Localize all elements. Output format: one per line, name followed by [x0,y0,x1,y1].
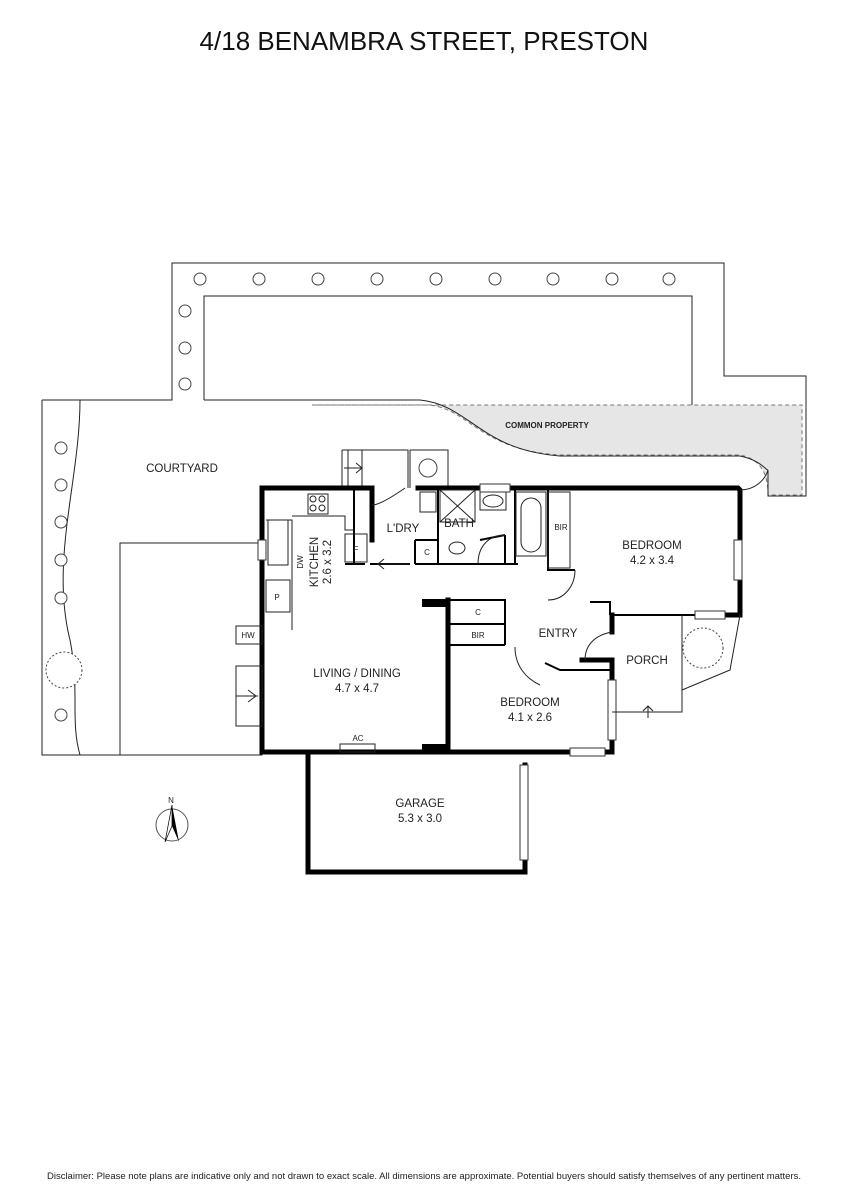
pantry-label: P [274,593,279,602]
garage-name: GARAGE [395,798,445,810]
kitchen-size: 2.6 x 3.2 [322,540,334,584]
courtyard-inner-line [62,399,81,756]
bath-landing [409,449,449,488]
courtyard-paving [119,542,263,756]
partitions [345,488,740,671]
living-name: LIVING / DINING [313,668,401,680]
disclaimer: Disclaimer: Please note plans are indica… [46,1171,802,1182]
entry-name: ENTRY [539,628,578,640]
common-property-label: COMMON PROPERTY [505,421,589,430]
bath-name: BATH [444,518,474,530]
boundary-curve [204,399,769,471]
common-property-area [312,404,803,496]
compass-north-label: N [168,796,174,805]
hot-water-label: HW [241,631,255,640]
bedroom2-name: BEDROOM [500,697,559,709]
living-size: 4.7 x 4.7 [335,683,379,695]
cupboard2-label: C [475,608,481,617]
air-con-label: AC [352,734,363,743]
rear-arrow-icon [344,462,363,474]
bedroom1-name: BEDROOM [622,540,681,552]
plan-title: 4/18 BENAMBRA STREET, PRESTON [199,26,649,56]
porch-arrow-icon [642,705,654,718]
windows [257,483,743,861]
porch-name: PORCH [626,655,668,667]
fridge-label: F [354,545,359,554]
garage-size: 5.3 x 3.0 [398,813,442,825]
kitchen-fixtures [235,493,376,753]
bedroom2-size: 4.1 x 2.6 [508,712,552,724]
porch-outline [612,614,741,713]
bir1-label: BIR [554,523,568,532]
tree-icons [45,272,724,722]
rear-steps [341,449,409,488]
site-boundary-inner [203,295,693,405]
compass-icon: N [155,796,189,843]
laundry-name: L'DRY [387,523,420,535]
doors [371,469,769,686]
bedroom1-size: 4.2 x 3.4 [630,555,675,567]
site-boundary [42,262,807,497]
cupboard1-label: C [424,548,430,557]
courtyard-label: COURTYARD [146,463,218,475]
bir2-label: BIR [471,631,485,640]
bath-fixtures [419,489,571,569]
kitchen-name: KITCHEN [309,537,321,587]
dishwasher-label: DW [296,555,305,569]
